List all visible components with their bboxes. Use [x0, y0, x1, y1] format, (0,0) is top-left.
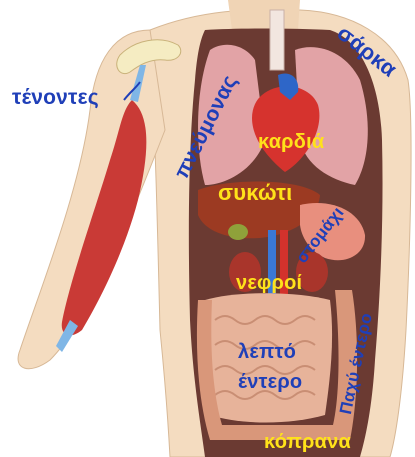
label-feces: κόπρανα	[264, 431, 351, 454]
arm-skin	[18, 30, 165, 369]
label-tendons: τένοντες	[12, 86, 99, 110]
label-small-intestine-line1: λεπτό	[238, 341, 296, 364]
label-heart: καρδιά	[258, 131, 324, 154]
label-liver: συκώτι	[218, 180, 293, 206]
neck	[228, 0, 300, 30]
label-small-intestine-line2: έντερο	[238, 371, 302, 394]
trachea	[270, 10, 284, 70]
gallbladder	[228, 224, 248, 240]
label-kidneys: νεφροί	[236, 272, 302, 295]
